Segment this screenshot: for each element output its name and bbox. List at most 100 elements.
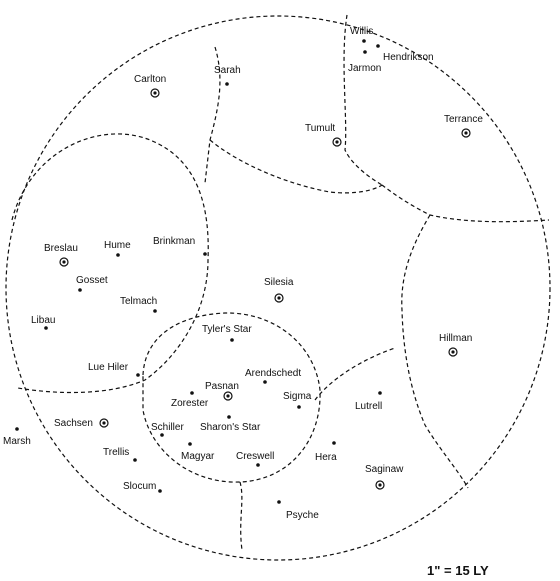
star-marker-icon (225, 82, 229, 86)
system-label: Libau (31, 315, 55, 326)
system-telmach[interactable]: Telmach (120, 296, 157, 313)
border-south-divider (239, 481, 243, 551)
border-north-east-bottom (381, 184, 550, 223)
star-marker-icon (78, 288, 82, 292)
system-hendrikson[interactable]: Hendrikson (376, 44, 434, 63)
system-label: Brinkman (153, 236, 195, 247)
system-label: Sachsen (54, 418, 93, 429)
system-pasnan[interactable]: Pasnan (205, 381, 239, 401)
system-label: Hillman (439, 333, 472, 344)
star-marker-icon (263, 380, 267, 384)
system-willis[interactable]: Willis (350, 26, 373, 43)
capital-marker-center (226, 394, 230, 398)
system-label: Willis (350, 26, 373, 37)
star-marker-icon (332, 441, 336, 445)
system-label: Trellis (103, 447, 129, 458)
system-terrance[interactable]: Terrance (444, 114, 483, 138)
system-jarmon[interactable]: Jarmon (348, 50, 381, 74)
system-label: Carlton (134, 74, 166, 85)
system-label: Psyche (286, 510, 319, 521)
system-tyler-s-star[interactable]: Tyler's Star (202, 324, 252, 342)
system-carlton[interactable]: Carlton (134, 74, 166, 98)
system-label: Gosset (76, 275, 108, 286)
system-schiller[interactable]: Schiller (151, 422, 184, 437)
capital-marker-center (464, 131, 468, 135)
system-label: Breslau (44, 243, 78, 254)
system-breslau[interactable]: Breslau (44, 243, 78, 267)
system-label: Sigma (283, 391, 312, 402)
system-label: Creswell (236, 451, 274, 462)
star-marker-icon (277, 500, 281, 504)
scale-label: 1" = 15 LY (427, 563, 489, 578)
system-label: Schiller (151, 422, 184, 433)
system-label: Telmach (120, 296, 157, 307)
system-trellis[interactable]: Trellis (103, 447, 137, 462)
system-label: Hendrikson (383, 52, 434, 63)
system-sharon-s-star[interactable]: Sharon's Star (200, 415, 261, 433)
system-hillman[interactable]: Hillman (439, 333, 472, 357)
star-marker-icon (376, 44, 380, 48)
border-north-west (204, 46, 221, 184)
system-brinkman[interactable]: Brinkman (153, 236, 207, 256)
system-tumult[interactable]: Tumult (305, 123, 342, 147)
star-marker-icon (160, 433, 164, 437)
system-hume[interactable]: Hume (104, 240, 131, 257)
system-label: Lutrell (355, 401, 382, 412)
star-marker-icon (190, 391, 194, 395)
system-lue-hiler[interactable]: Lue Hiler (88, 362, 140, 377)
system-sachsen[interactable]: Sachsen (54, 418, 109, 429)
border-east-region (401, 214, 469, 489)
system-libau[interactable]: Libau (31, 315, 55, 330)
capital-marker-center (102, 421, 106, 425)
system-creswell[interactable]: Creswell (236, 451, 274, 467)
system-label: Tyler's Star (202, 324, 252, 335)
system-label: Zorester (171, 398, 209, 409)
system-label: Tumult (305, 123, 335, 134)
system-label: Magyar (181, 451, 215, 462)
system-arendschedt[interactable]: Arendschedt (245, 368, 301, 384)
star-marker-icon (203, 252, 207, 256)
system-label: Slocum (123, 481, 156, 492)
outer-boundary (5, 15, 551, 561)
system-label: Arendschedt (245, 368, 301, 379)
system-slocum[interactable]: Slocum (123, 481, 162, 493)
border-center-circle (142, 312, 321, 483)
system-label: Hera (315, 452, 337, 463)
star-marker-icon (133, 458, 137, 462)
system-label: Silesia (264, 277, 294, 288)
star-marker-icon (188, 442, 192, 446)
star-marker-icon (230, 338, 234, 342)
star-marker-icon (116, 253, 120, 257)
star-marker-icon (153, 309, 157, 313)
star-marker-icon (15, 427, 19, 431)
capital-marker-center (277, 296, 281, 300)
star-marker-icon (44, 326, 48, 330)
capital-marker-center (153, 91, 157, 95)
system-label: Marsh (3, 436, 31, 447)
system-magyar[interactable]: Magyar (181, 442, 215, 462)
star-marker-icon (158, 489, 162, 493)
system-label: Sarah (214, 65, 241, 76)
system-sarah[interactable]: Sarah (214, 65, 241, 86)
system-label: Lue Hiler (88, 362, 129, 373)
border-west-region (11, 133, 209, 394)
system-label: Sharon's Star (200, 422, 261, 433)
system-label: Jarmon (348, 63, 381, 74)
system-gosset[interactable]: Gosset (76, 275, 108, 292)
star-marker-icon (362, 39, 366, 43)
system-psyche[interactable]: Psyche (277, 500, 319, 521)
system-marsh[interactable]: Marsh (3, 427, 31, 447)
system-hera[interactable]: Hera (315, 441, 337, 463)
star-marker-icon (363, 50, 367, 54)
capital-marker-center (335, 140, 339, 144)
system-silesia[interactable]: Silesia (264, 277, 294, 303)
system-lutrell[interactable]: Lutrell (355, 391, 382, 412)
system-saginaw[interactable]: Saginaw (365, 464, 404, 490)
capital-marker-center (62, 260, 66, 264)
star-marker-icon (256, 463, 260, 467)
capital-marker-center (378, 483, 382, 487)
system-zorester[interactable]: Zorester (171, 391, 209, 409)
system-sigma[interactable]: Sigma (283, 391, 312, 409)
star-marker-icon (378, 391, 382, 395)
